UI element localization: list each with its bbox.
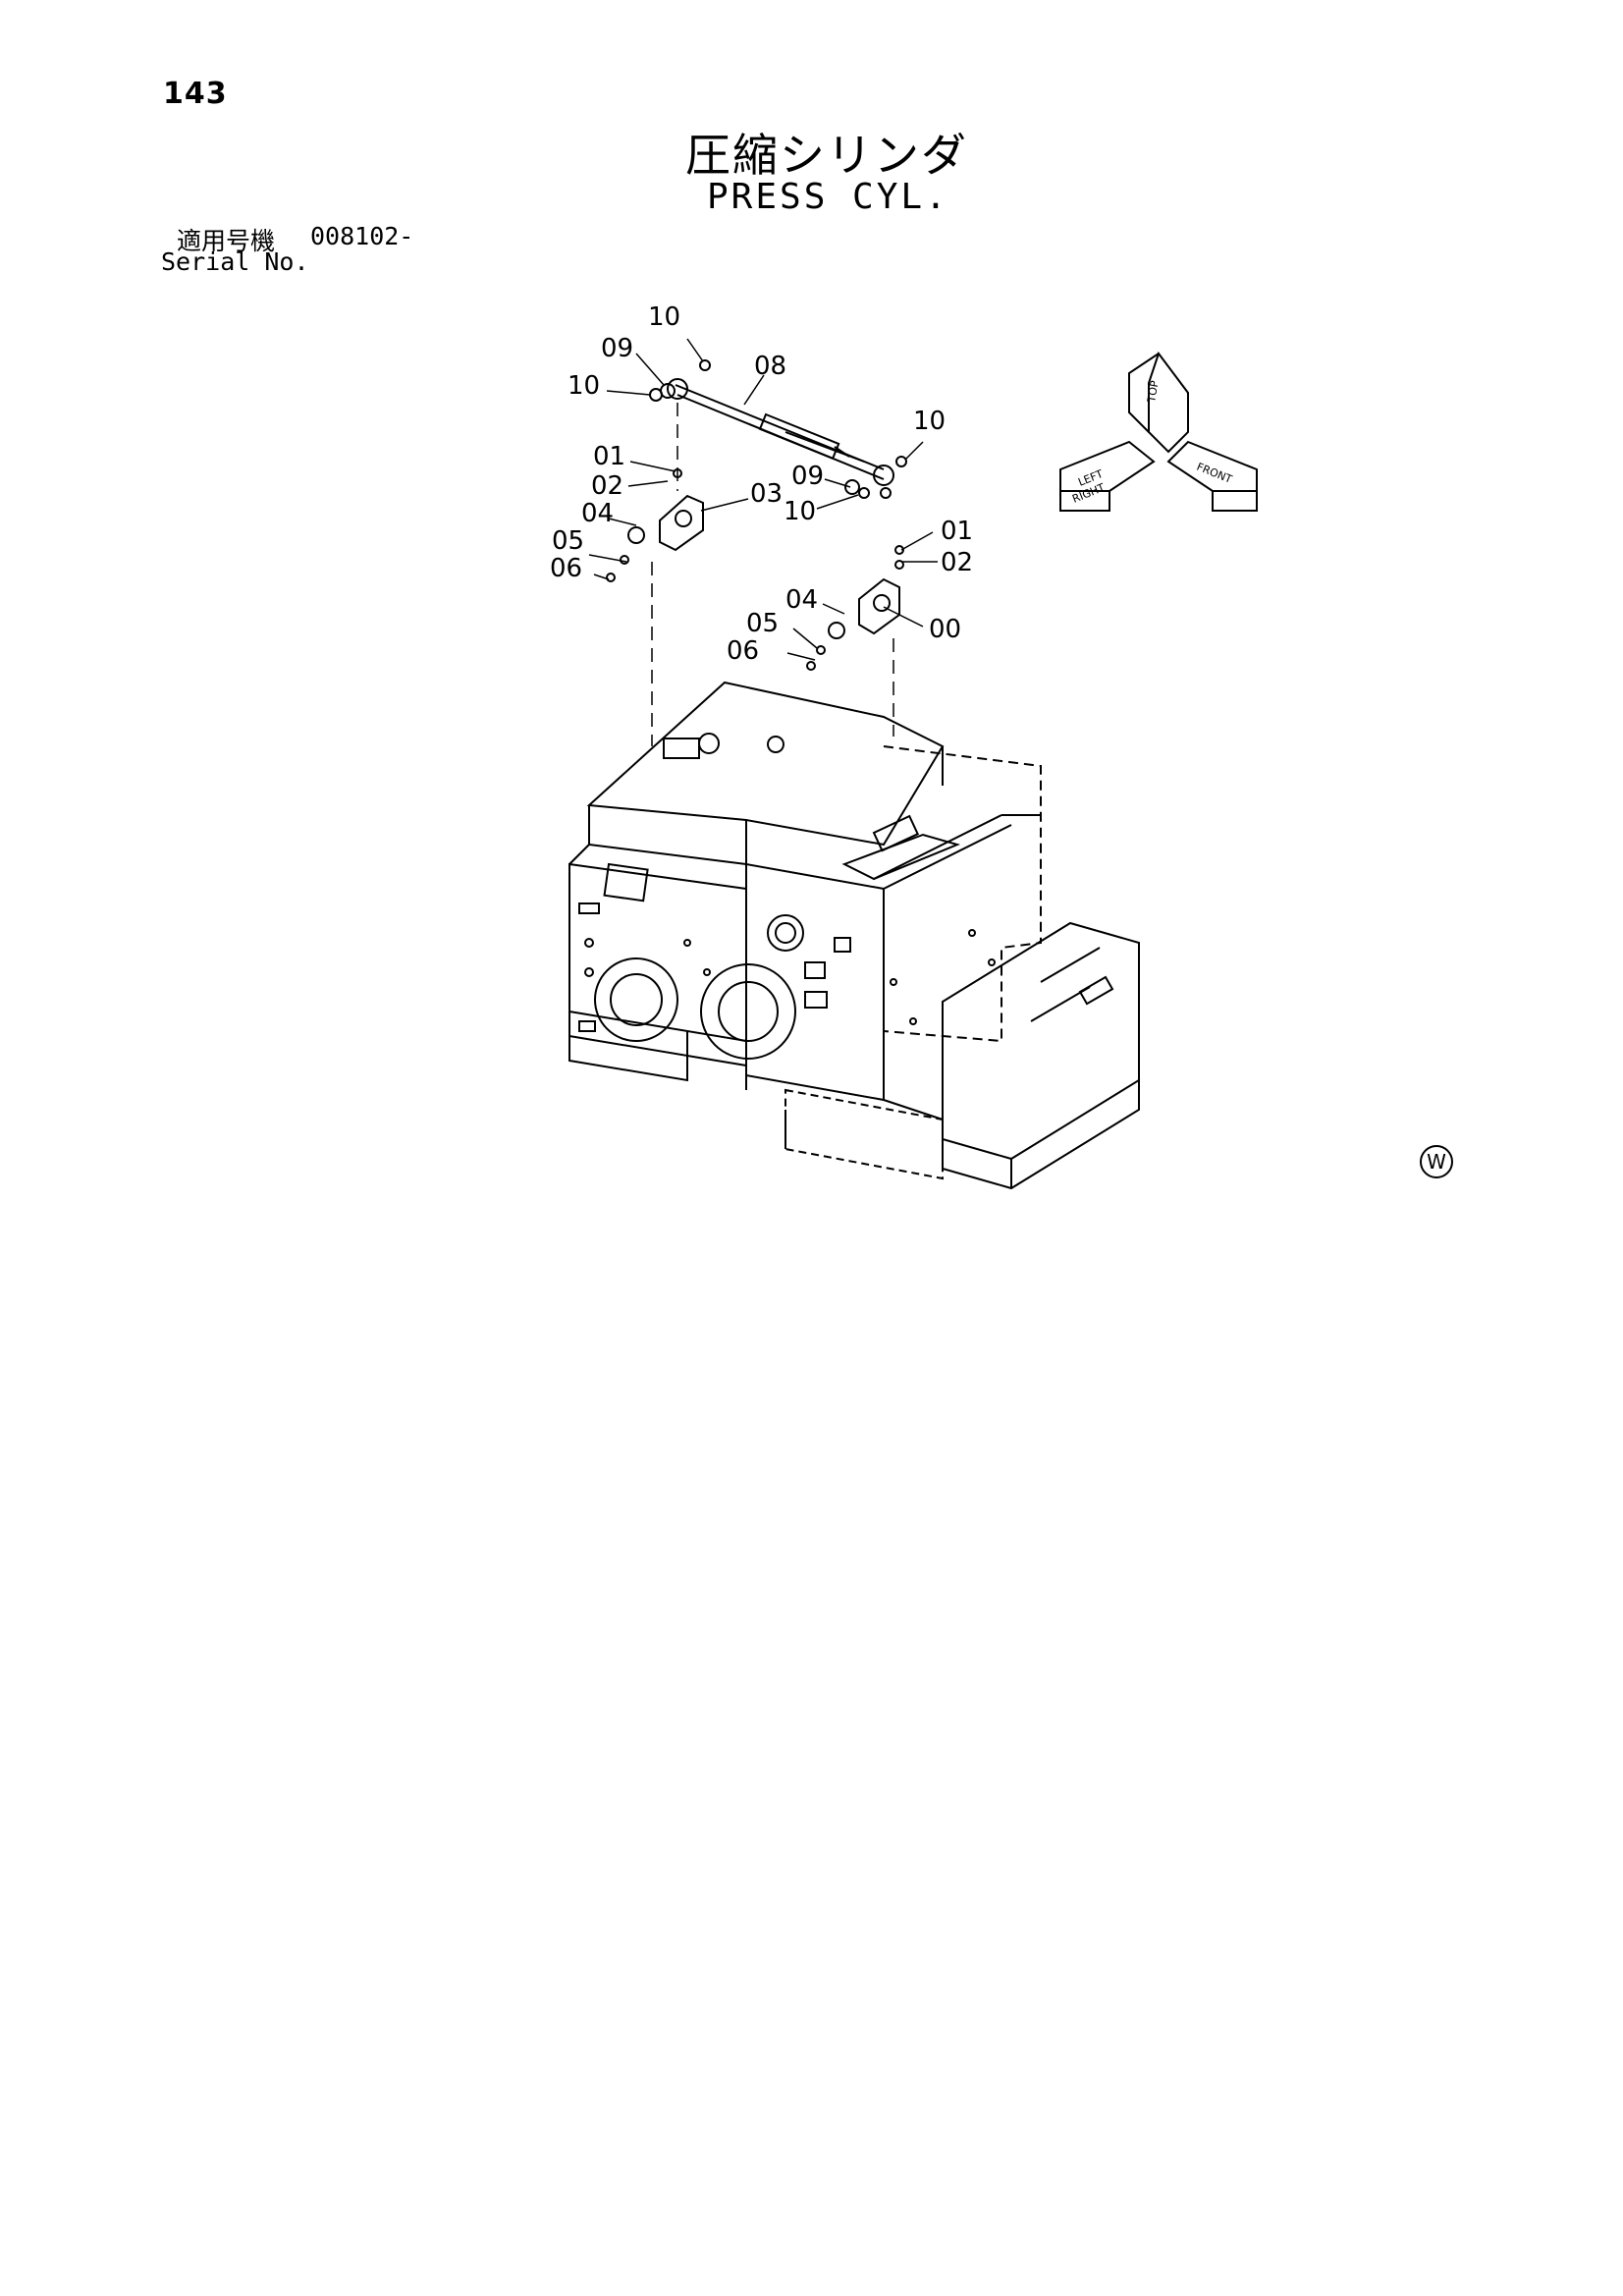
callout-label: 02	[941, 548, 974, 577]
page-title-english: PRESS CYL.	[707, 177, 949, 217]
callout-label: 10	[648, 302, 681, 332]
callout-label: 04	[785, 585, 819, 615]
page-number: 143	[163, 77, 228, 111]
serial-label-japanese: 適用号機	[177, 227, 276, 255]
serial-number-value: 008102-	[310, 222, 414, 250]
serial-label-english: Serial No.	[161, 247, 309, 276]
callout-label: 06	[550, 554, 583, 583]
callout-label: 03	[750, 479, 784, 509]
callout-label: 05	[746, 609, 780, 638]
bracket-part-upper	[606, 468, 704, 582]
callout-label: 06	[727, 636, 760, 666]
callout-label: 09	[791, 462, 825, 491]
callout-label: 02	[591, 471, 624, 501]
page-title-japanese: 圧縮シリンダ	[685, 129, 968, 182]
pin-parts-upper	[649, 359, 907, 499]
dashed-alignment-lines	[651, 403, 894, 746]
direction-compass	[1059, 351, 1258, 512]
leader-lines	[588, 338, 938, 661]
callout-label: 04	[581, 499, 615, 528]
press-cylinder-part	[667, 378, 894, 486]
callout-label: 10	[568, 371, 601, 401]
callout-label: 10	[913, 407, 947, 436]
callout-label: 01	[941, 517, 974, 546]
w-mark-symbol: W	[1420, 1145, 1453, 1178]
callout-label: 10	[784, 497, 817, 526]
compass-top-label: TOP	[1145, 379, 1162, 404]
callout-label: 05	[552, 526, 585, 556]
bracket-part-lower	[806, 545, 904, 671]
callout-label: 01	[593, 442, 626, 471]
callout-label: 00	[929, 615, 962, 644]
callout-label: 08	[754, 352, 787, 381]
main-frame-body	[568, 681, 1140, 1190]
callout-label: 09	[601, 334, 634, 363]
